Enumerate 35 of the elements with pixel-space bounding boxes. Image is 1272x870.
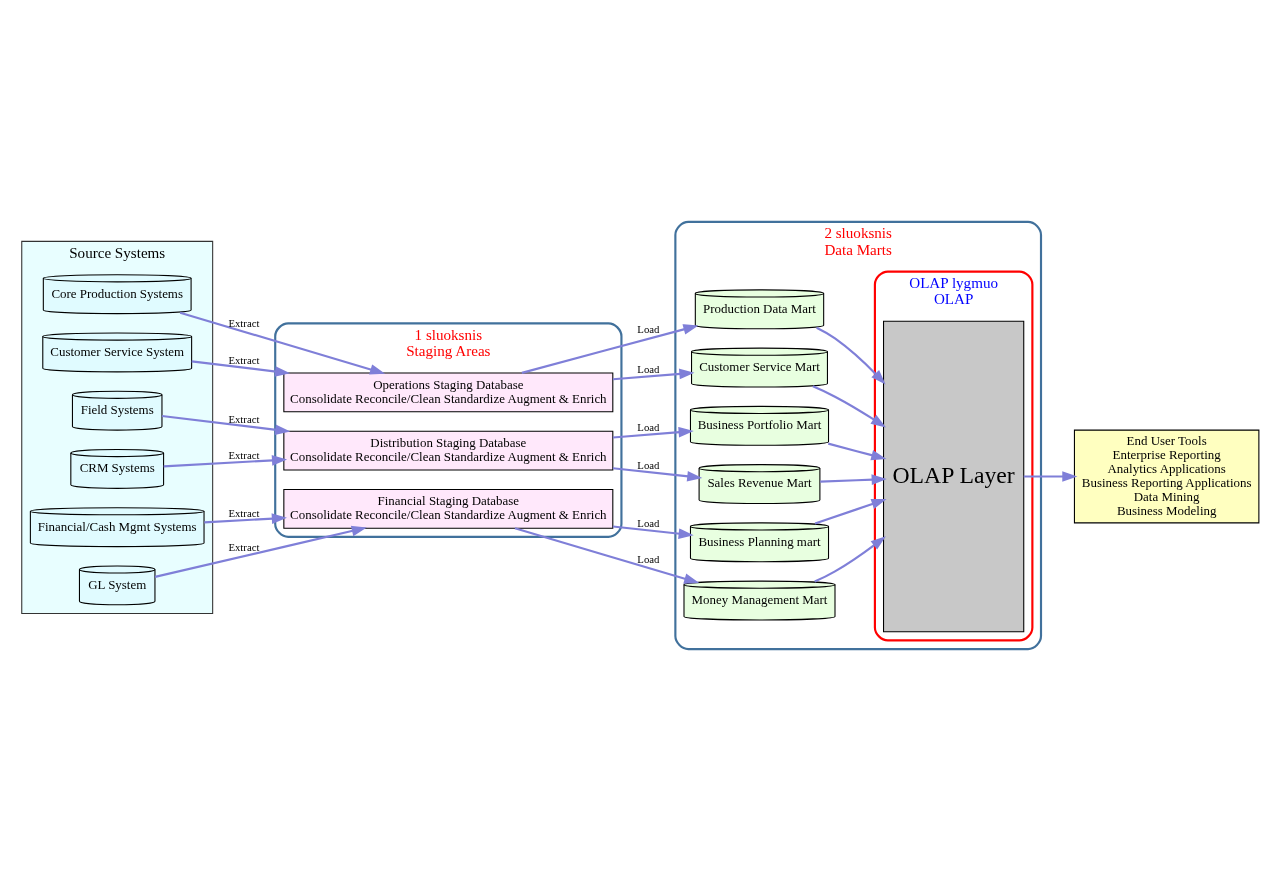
node-box: Financial Staging Database Consolidate Reconcile/Clean Standardize Augment & Enrich — [283, 488, 614, 529]
arrow — [163, 454, 288, 467]
edge-label: Load — [637, 552, 660, 565]
arrow — [814, 498, 887, 525]
node-box: Distribution Staging Database Consolidate Reconcile/Clean Standardize Augment & Enrich — [283, 430, 614, 471]
arrow — [816, 326, 886, 385]
arrow — [612, 524, 694, 539]
node-box: End User Tools Enterprise Reporting Analytics Applications Business Reporting Applications Data Mining Business Modeling — [1073, 429, 1260, 523]
arrow — [179, 311, 386, 375]
edge-label: Load — [637, 322, 660, 335]
edge-label: Load — [637, 420, 660, 433]
arrow — [514, 526, 700, 584]
node-box: OLAP Layer — [883, 320, 1025, 632]
edge-label: Load — [637, 516, 660, 529]
arrow — [161, 414, 291, 435]
arrow — [812, 384, 886, 427]
edge-label: Load — [637, 362, 660, 375]
arrow — [612, 466, 703, 482]
arrow — [612, 426, 694, 439]
edge-label: Load — [637, 458, 660, 471]
edge-label: Extract — [228, 506, 260, 519]
arrow — [1023, 470, 1078, 482]
arrow — [204, 512, 287, 524]
edge-label: Extract — [228, 412, 260, 425]
arrow — [521, 323, 699, 374]
arrow — [828, 442, 887, 460]
edge-label: Extract — [228, 540, 260, 553]
arrow — [612, 368, 695, 380]
node-box: Operations Staging Database Consolidate Reconcile/Clean Standardize Augment & Enrich — [283, 371, 614, 412]
edge-label: Extract — [228, 353, 260, 366]
arrow — [191, 359, 291, 377]
arrow — [154, 525, 367, 578]
edge-label: Extract — [228, 448, 260, 461]
arrow — [820, 473, 887, 485]
edge-label: Extract — [228, 316, 260, 329]
